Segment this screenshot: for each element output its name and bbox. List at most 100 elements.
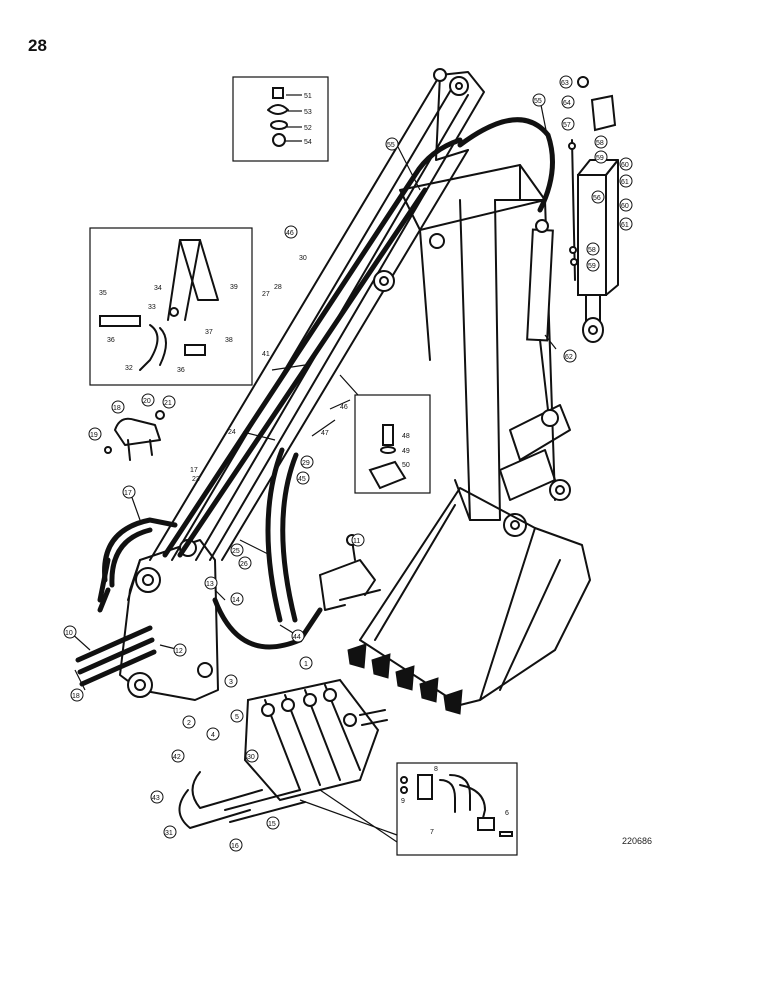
svg-text:30: 30 [247,754,255,761]
svg-text:14: 14 [232,597,240,604]
cylinder-detail-56-64 [568,76,619,343]
svg-text:18: 18 [72,693,80,700]
callout-60b: 60 [619,198,633,212]
callout-36a: 36 [107,337,115,344]
svg-text:32: 32 [125,365,133,372]
callout-7: 7 [430,829,434,836]
callout-23: 23 [192,476,200,483]
hydraulic-hoses [75,117,555,687]
callout-46: 46 [284,225,298,239]
callout-35: 35 [99,290,107,297]
svg-text:39: 39 [230,284,238,291]
callout-3: 3 [224,674,238,688]
svg-text:27: 27 [262,291,270,298]
svg-text:24: 24 [228,429,236,436]
callout-24: 24 [228,429,236,436]
svg-text:7: 7 [430,829,434,836]
callout-6: 6 [505,810,509,817]
callout-50: 50 [402,462,410,469]
svg-text:59: 59 [588,263,596,270]
svg-text:10: 10 [65,630,73,637]
callout-30: 30 [299,255,307,262]
svg-text:17: 17 [190,467,198,474]
svg-text:16: 16 [231,843,239,850]
callout-11: 11 [351,533,365,547]
callout-34: 34 [154,285,162,292]
svg-text:53: 53 [304,109,312,116]
svg-text:60: 60 [621,203,629,210]
callout-60a: 60 [619,157,633,171]
callout-labels: 51 53 52 54 55 55 63 64 57 58 59 60 61 5… [63,75,633,852]
callout-21: 21 [162,395,176,409]
svg-text:17: 17 [124,490,132,497]
callout-47: 47 [321,430,329,437]
callout-52: 52 [304,125,312,132]
svg-text:58: 58 [588,247,596,254]
svg-text:61: 61 [621,222,629,229]
callout-18a: 18 [111,400,125,414]
callout-33: 33 [148,304,156,311]
callout-5: 5 [230,709,244,723]
svg-text:18: 18 [113,405,121,412]
callout-43: 43 [150,790,164,804]
svg-text:47: 47 [321,430,329,437]
svg-text:63: 63 [561,80,569,87]
callout-1: 1 [299,656,313,670]
callout-44: 44 [291,629,305,643]
callout-56: 56 [591,190,605,204]
svg-text:6: 6 [505,810,509,817]
callout-55a: 55 [385,137,399,151]
svg-text:30: 30 [299,255,307,262]
callout-13: 13 [204,576,218,590]
callout-2: 2 [182,715,196,729]
svg-text:4: 4 [211,732,215,739]
callout-28: 28 [274,284,282,291]
svg-text:36: 36 [107,337,115,344]
svg-text:44: 44 [293,634,301,641]
callout-55b: 55 [532,93,546,107]
callout-16: 16 [229,838,243,852]
callout-59a: 59 [594,150,608,164]
callout-36b: 36 [177,367,185,374]
leader-lines [69,99,557,691]
detail-box-51-54 [232,76,329,162]
svg-text:34: 34 [154,285,162,292]
callout-29: 29 [300,455,314,469]
callout-32: 32 [125,365,133,372]
svg-text:50: 50 [402,462,410,469]
callout-58: 58 [594,135,608,149]
svg-text:55: 55 [387,142,395,149]
svg-text:33: 33 [148,304,156,311]
callout-49: 49 [402,448,410,455]
callout-19: 19 [88,427,102,441]
svg-text:52: 52 [304,125,312,132]
svg-text:61: 61 [621,179,629,186]
svg-text:41: 41 [262,351,270,358]
callout-18b: 18 [70,688,84,702]
callout-20: 20 [141,393,155,407]
svg-text:31: 31 [165,830,173,837]
svg-text:57: 57 [563,122,571,129]
callout-26: 26 [238,556,252,570]
svg-text:29: 29 [302,460,310,467]
svg-text:15: 15 [268,821,276,828]
svg-text:13: 13 [206,581,214,588]
svg-text:64: 64 [563,100,571,107]
callout-59b: 59 [586,258,600,272]
callout-4: 4 [206,727,220,741]
callout-48: 48 [402,433,410,440]
svg-text:38: 38 [225,337,233,344]
svg-text:3: 3 [229,679,233,686]
svg-text:25: 25 [232,548,240,555]
svg-text:37: 37 [205,329,213,336]
svg-text:55: 55 [534,98,542,105]
svg-text:49: 49 [402,448,410,455]
svg-text:21: 21 [164,400,172,407]
callout-31: 31 [163,825,177,839]
svg-text:58: 58 [596,140,604,147]
callout-62: 62 [563,349,577,363]
svg-text:43: 43 [152,795,160,802]
callout-46b: 46 [340,404,348,411]
callout-8: 8 [434,766,438,773]
